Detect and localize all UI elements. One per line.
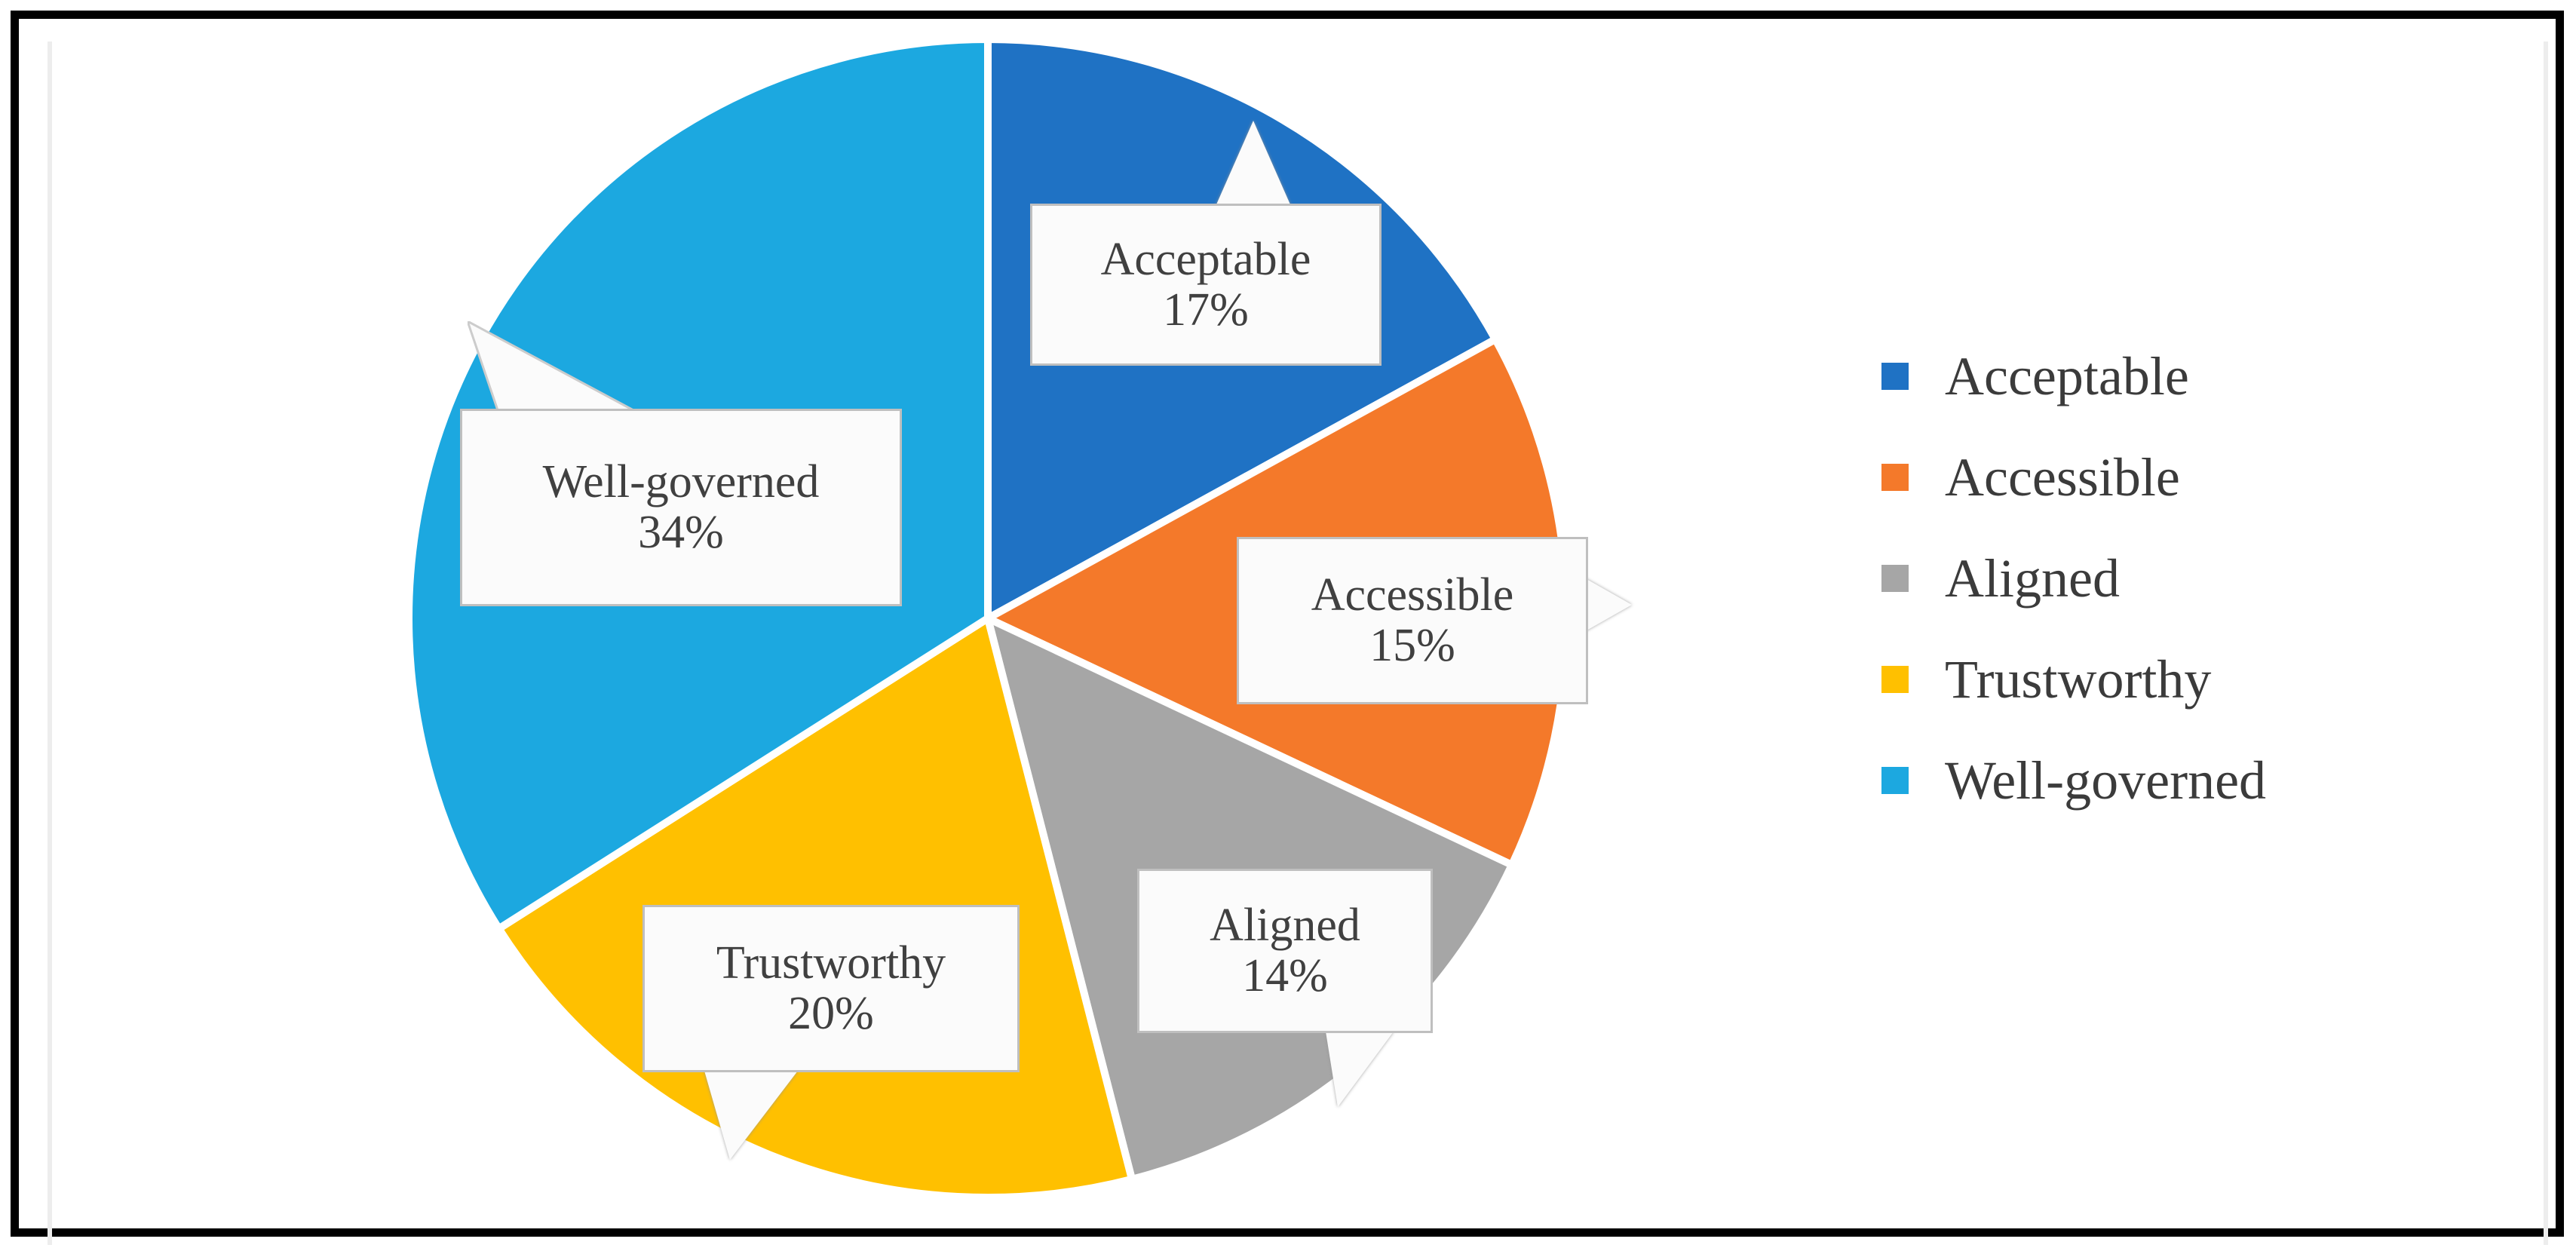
data-label-well-governed-name: Well-governed xyxy=(542,456,820,508)
legend-swatch-aligned-icon xyxy=(1881,565,1909,592)
legend-label-trustworthy: Trustworthy xyxy=(1945,649,2212,710)
legend-item-well-governed[interactable]: Well-governed xyxy=(1881,730,2455,831)
data-label-aligned[interactable]: Aligned 14% xyxy=(1137,869,1433,1033)
data-label-accessible-name: Accessible xyxy=(1311,569,1514,621)
legend-swatch-acceptable-icon xyxy=(1881,363,1909,390)
data-label-aligned-name: Aligned xyxy=(1210,900,1360,952)
data-label-trustworthy-name: Trustworthy xyxy=(716,937,946,989)
legend-label-accessible: Accessible xyxy=(1945,447,2180,507)
callout-tail-aligned xyxy=(1326,1032,1394,1107)
legend-swatch-well-governed-icon xyxy=(1881,767,1909,794)
legend-item-trustworthy[interactable]: Trustworthy xyxy=(1881,629,2455,730)
chart-legend: Acceptable Accessible Aligned Trustworth… xyxy=(1881,326,2455,831)
legend-swatch-trustworthy-icon xyxy=(1881,666,1909,693)
legend-label-acceptable: Acceptable xyxy=(1945,346,2189,406)
data-label-acceptable[interactable]: Acceptable 17% xyxy=(1030,204,1382,366)
data-label-accessible[interactable]: Accessible 15% xyxy=(1237,537,1588,704)
data-label-accessible-percent: 15% xyxy=(1369,620,1455,671)
legend-label-aligned: Aligned xyxy=(1945,548,2120,609)
callout-tail-well-governed xyxy=(468,321,633,412)
legend-item-accessible[interactable]: Accessible xyxy=(1881,427,2455,528)
legend-swatch-accessible-icon xyxy=(1881,464,1909,491)
data-label-acceptable-name: Acceptable xyxy=(1100,233,1311,285)
data-label-trustworthy-percent: 20% xyxy=(788,988,874,1039)
callout-tail-acceptable xyxy=(1214,121,1293,210)
legend-item-acceptable[interactable]: Acceptable xyxy=(1881,326,2455,427)
data-label-well-governed-percent: 34% xyxy=(638,507,724,558)
data-label-trustworthy[interactable]: Trustworthy 20% xyxy=(642,905,1020,1072)
data-label-aligned-percent: 14% xyxy=(1242,950,1328,1001)
data-label-acceptable-percent: 17% xyxy=(1163,284,1249,336)
legend-label-well-governed: Well-governed xyxy=(1945,750,2267,811)
data-label-well-governed[interactable]: Well-governed 34% xyxy=(460,409,902,606)
callout-tail-trustworthy xyxy=(704,1071,798,1160)
legend-item-aligned[interactable]: Aligned xyxy=(1881,528,2455,629)
